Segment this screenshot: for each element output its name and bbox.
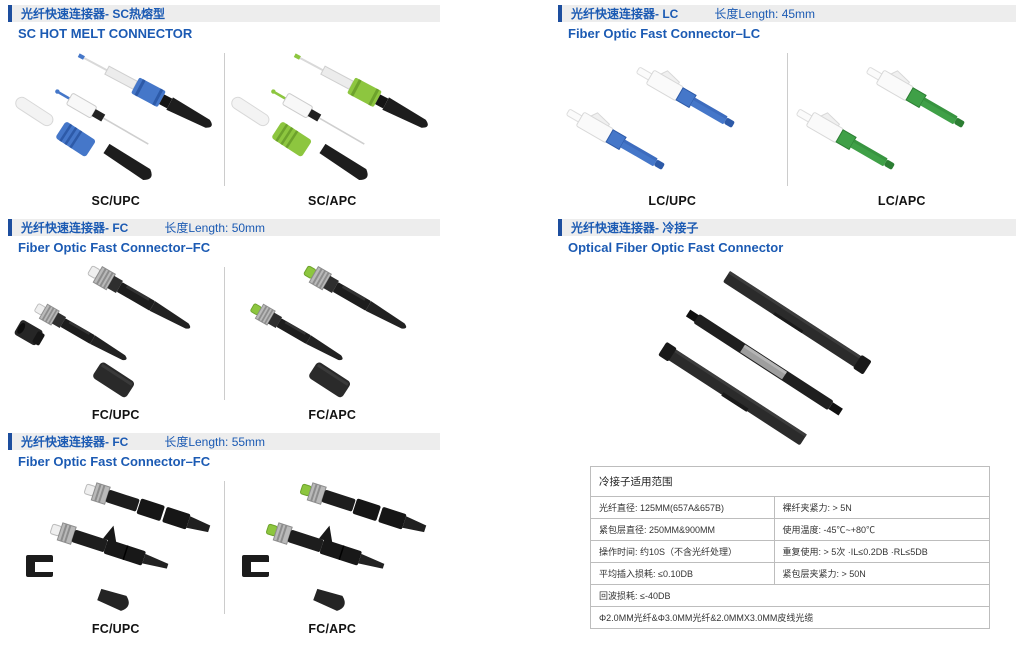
- vertical-divider: [223, 53, 225, 186]
- section-length-label: 长度Length: 55mm: [164, 435, 266, 449]
- product-sc-upc: SC/UPC: [8, 43, 224, 208]
- section-sc-hot-melt: 光纤快速连接器- SC热熔型 SC HOT MELT CONNECTOR: [8, 5, 440, 208]
- product-row-lc: LC/UPC: [558, 43, 1016, 208]
- section-title-en: Fiber Optic Fast Connector–FC: [18, 240, 211, 255]
- spec-operating-temperature: 使用温度: -45℃~+80℃: [773, 518, 991, 541]
- section-header-sc: 光纤快速连接器- SC热熔型: [8, 5, 440, 22]
- product-fc50-upc: FC/UPC: [8, 257, 224, 422]
- spec-bare-fiber-clamp-force: 裸纤夹紧力: > 5N: [773, 496, 991, 519]
- spec-buffer-clamp-force: 紧包层夹紧力: > 50N: [773, 562, 991, 585]
- product-row-fc50: FC/UPC: [8, 257, 440, 422]
- section-header-fc55: 光纤快速连接器- FC 长度Length: 55mm: [8, 433, 440, 450]
- product-label: FC/UPC: [91, 622, 140, 636]
- table-row: Φ2.0MM光纤&Φ3.0MM光纤&2.0MMX3.0MM皮线光缆: [590, 606, 990, 629]
- cold-splice-connector-image: [658, 271, 871, 445]
- sc-upc-connector-image: [15, 53, 212, 181]
- spec-reusability: 重复使用: > 5次 ·IL≤0.2DB ·RL≤5DB: [773, 540, 991, 563]
- cold-splice-spec-table: 冷接子适用范围 光纤直径: 125MM(657A&657B) 裸纤夹紧力: > …: [590, 466, 991, 629]
- product-fc50-apc: FC/APC: [225, 257, 441, 422]
- section-fc-55: 光纤快速连接器- FC 长度Length: 55mm Fiber Optic F…: [8, 433, 440, 636]
- product-label: FC/UPC: [91, 408, 140, 422]
- product-label: SC/UPC: [91, 194, 140, 208]
- section-header-lc: 光纤快速连接器- LC 长度Length: 45mm: [558, 5, 1016, 22]
- section-title-zh: 光纤快速连接器- FC: [21, 221, 129, 235]
- section-cold-splice: 光纤快速连接器- 冷接子 Optical Fiber Optic Fast Co…: [558, 219, 1016, 455]
- section-title-zh: 光纤快速连接器- SC热熔型: [21, 7, 166, 21]
- table-row: 操作时间: 约10S（不含光纤处理） 重复使用: > 5次 ·IL≤0.2DB …: [590, 540, 991, 563]
- section-title-en: Optical Fiber Optic Fast Connector: [568, 240, 784, 255]
- product-row-fc55: FC/UPC: [8, 471, 440, 636]
- product-label: LC/UPC: [648, 194, 697, 208]
- lc-upc-connector-image: [566, 67, 735, 170]
- vertical-divider: [223, 267, 225, 400]
- vertical-divider: [223, 481, 225, 614]
- section-title-en: Fiber Optic Fast Connector–LC: [568, 26, 761, 41]
- section-lc: 光纤快速连接器- LC 长度Length: 45mm Fiber Optic F…: [558, 5, 1016, 208]
- product-label: SC/APC: [308, 194, 357, 208]
- product-fc55-apc: FC/APC: [225, 471, 441, 636]
- fc-apc-connector-image: [242, 482, 427, 611]
- spec-table-title: 冷接子适用范围: [590, 466, 990, 497]
- spec-operation-time: 操作时间: 约10S（不含光纤处理）: [590, 540, 775, 563]
- table-row: 紧包层直径: 250MM&900MM 使用温度: -45℃~+80℃: [590, 518, 991, 541]
- section-title-en: SC HOT MELT CONNECTOR: [18, 26, 193, 41]
- section-fc-50: 光纤快速连接器- FC 长度Length: 50mm Fiber Optic F…: [8, 219, 440, 422]
- lc-apc-connector-image: [796, 67, 965, 170]
- section-header-fc50: 光纤快速连接器- FC 长度Length: 50mm: [8, 219, 440, 236]
- product-label: LC/APC: [877, 194, 926, 208]
- section-title-zh: 光纤快速连接器- LC: [571, 7, 679, 21]
- product-lc-upc: LC/UPC: [558, 43, 787, 208]
- spec-fiber-diameter: 光纤直径: 125MM(657A&657B): [590, 496, 775, 519]
- spec-insertion-loss: 平均插入损耗: ≤0.10DB: [590, 562, 775, 585]
- section-header-cold: 光纤快速连接器- 冷接子: [558, 219, 1016, 236]
- sc-apc-connector-image: [231, 53, 429, 181]
- section-title-zh: 光纤快速连接器- FC: [21, 435, 129, 449]
- product-row-sc: SC/UPC: [8, 43, 440, 208]
- section-title-zh: 光纤快速连接器- 冷接子: [571, 221, 699, 235]
- spec-buffer-diameter: 紧包层直径: 250MM&900MM: [590, 518, 775, 541]
- section-length-label: 长度Length: 45mm: [714, 7, 816, 21]
- section-length-label: 长度Length: 50mm: [164, 221, 266, 235]
- fc-upc-connector-image: [25, 482, 210, 611]
- section-title-en: Fiber Optic Fast Connector–FC: [18, 454, 211, 469]
- table-row: 平均插入损耗: ≤0.10DB 紧包层夹紧力: > 50N: [590, 562, 991, 585]
- product-sc-apc: SC/APC: [225, 43, 441, 208]
- fc-apc-connector-image: [250, 265, 407, 398]
- spec-return-loss: 回波损耗: ≤-40DB: [590, 584, 990, 607]
- product-label: FC/APC: [308, 408, 357, 422]
- table-row: 光纤直径: 125MM(657A&657B) 裸纤夹紧力: > 5N: [590, 496, 991, 519]
- spec-applicable-cables: Φ2.0MM光纤&Φ3.0MM光纤&2.0MMX3.0MM皮线光缆: [590, 606, 990, 629]
- table-row: 回波损耗: ≤-40DB: [590, 584, 990, 607]
- product-label: FC/APC: [308, 622, 357, 636]
- product-lc-apc: LC/APC: [788, 43, 1017, 208]
- fc-upc-connector-image: [14, 265, 190, 398]
- product-fc55-upc: FC/UPC: [8, 471, 224, 636]
- vertical-divider: [786, 53, 788, 186]
